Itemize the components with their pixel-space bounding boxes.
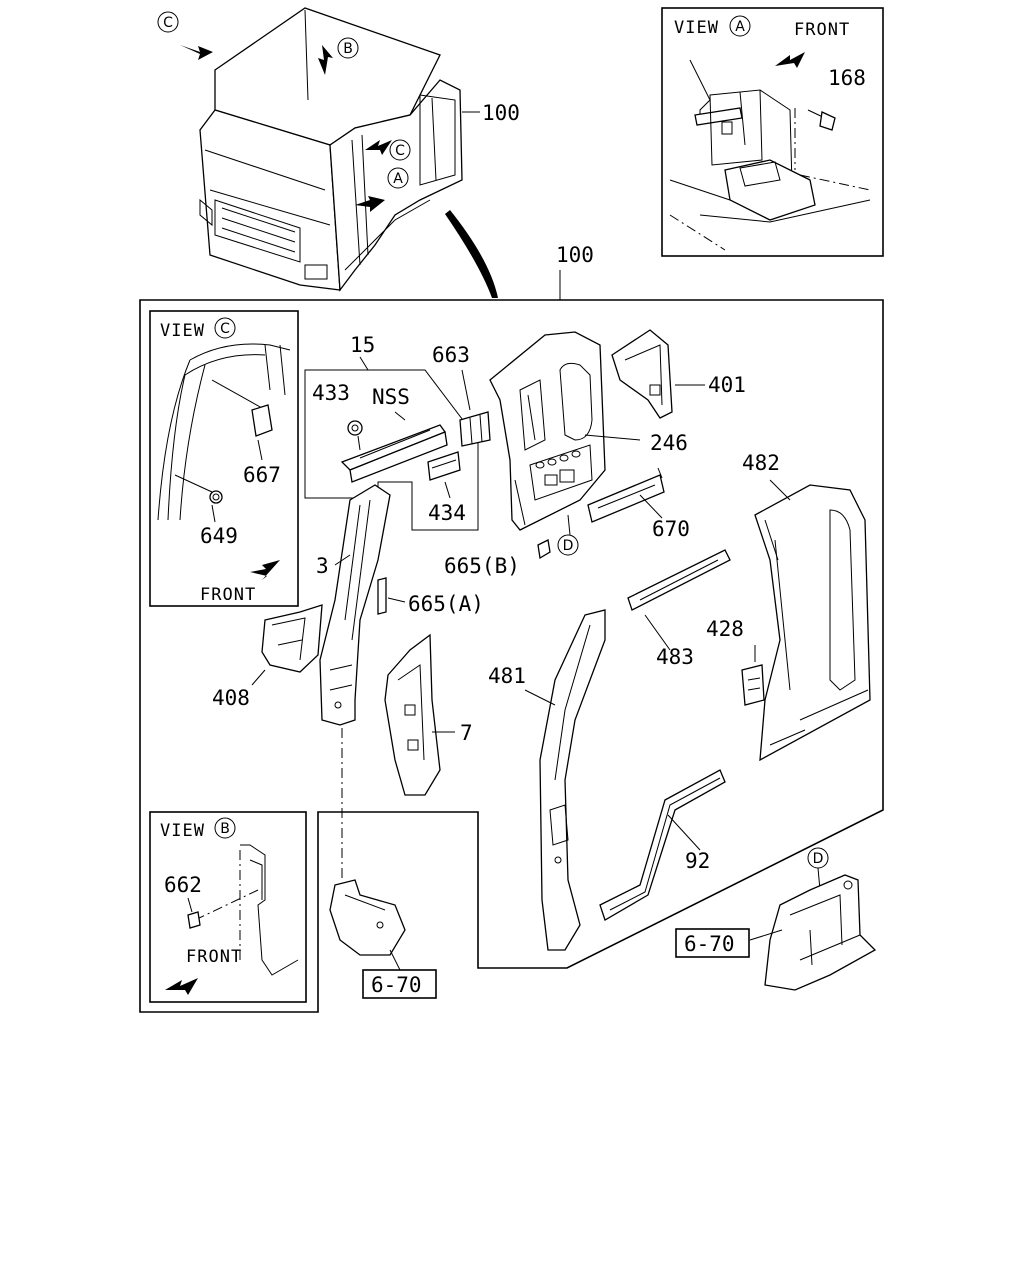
label-401: 401 [708,373,746,397]
part-482-panel [754,484,871,762]
svg-text:C: C [220,321,230,337]
front-arrow-icon [775,52,805,68]
label-ref-6-70-right: 6-70 [684,932,735,956]
part-408 [261,604,323,673]
svg-text:C: C [395,143,405,159]
part-401 [611,329,673,419]
label-667: 667 [243,463,281,487]
label-481: 481 [488,664,526,688]
nss-parts [340,411,461,499]
label-15: 15 [350,333,375,357]
marker-d-lower: D [807,847,829,869]
main-frame [139,299,884,1013]
view-c-drawing [157,343,291,521]
part-665a [377,577,387,615]
view-a-title: VIEW [674,18,719,38]
ref-6-70-right [675,928,750,958]
label-483: 483 [656,645,694,669]
cab-illustration [180,7,498,298]
front-arrow-icon [250,560,280,580]
label-662: 662 [164,873,202,897]
view-c-frame [149,310,299,607]
svg-text:D: D [813,851,824,867]
view-c-marker: C [214,317,236,339]
label-168: 168 [828,66,866,90]
label-482: 482 [742,451,780,475]
label-ref-6-70-left: 6-70 [371,973,422,997]
svg-text:B: B [343,41,353,57]
front-arrow-icon [165,978,198,995]
part-lower-right-bracket [764,874,877,991]
nss-group-frame [304,369,479,531]
marker-c-side: C [389,139,411,161]
view-b-title: VIEW [160,821,205,841]
view-b-front: FRONT [186,947,242,967]
marker-b-top: B [337,37,359,59]
svg-text:C: C [163,15,173,31]
label-670: 670 [652,517,690,541]
part-246-panel [489,331,606,531]
label-7: 7 [460,721,473,745]
label-434: 434 [428,501,466,525]
marker-c-top: C [157,11,179,33]
label-nss: NSS [372,385,410,409]
label-433: 433 [312,381,350,405]
label-3: 3 [316,554,329,578]
part-428 [741,664,765,706]
view-b-drawing [187,844,299,976]
svg-text:D: D [563,538,574,554]
part-7 [384,633,441,796]
view-a-front: FRONT [794,20,850,40]
view-c-front: FRONT [200,585,256,605]
label-665a: 665(A) [408,592,484,616]
label-649: 649 [200,524,238,548]
view-a-frame [661,7,884,257]
label-428: 428 [706,617,744,641]
label-408: 408 [212,686,250,710]
part-3-pillar [319,484,391,726]
label-100-cab: 100 [482,101,520,125]
label-92: 92 [685,849,710,873]
part-670 [587,467,665,523]
svg-text:A: A [393,171,403,187]
svg-text:A: A [735,19,745,35]
part-481-pillar [539,609,606,951]
part-665b [537,539,551,560]
svg-text:B: B [220,821,230,837]
view-a-marker: A [729,15,751,37]
marker-a-side: A [387,167,409,189]
label-100-main: 100 [556,243,594,267]
label-665b: 665(B) [444,554,520,578]
label-663: 663 [432,343,470,367]
marker-d-main: D [557,534,579,556]
ref-6-70-left [362,969,437,999]
label-246: 246 [650,431,688,455]
view-a-drawing [669,59,871,251]
part-92 [599,769,726,921]
part-663 [459,411,491,447]
view-b-frame [149,811,307,1003]
view-b-marker: B [214,817,236,839]
view-c-title: VIEW [160,321,205,341]
part-lower-bracket [329,879,406,956]
